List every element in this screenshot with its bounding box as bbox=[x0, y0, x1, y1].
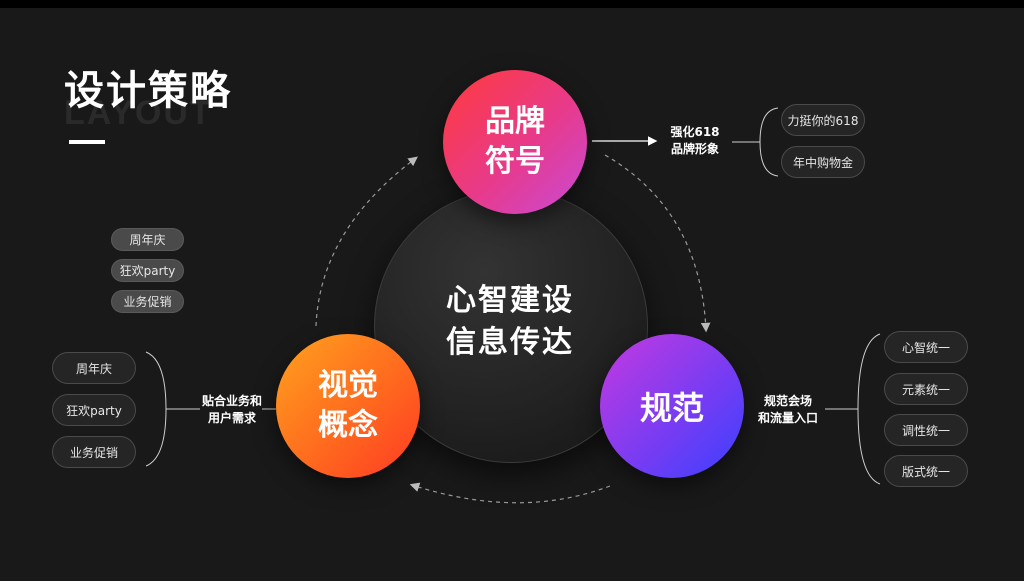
visual-tag-3: 业务促销 bbox=[52, 436, 136, 468]
title-underline bbox=[69, 140, 105, 144]
spec-tag-4: 版式统一 bbox=[884, 455, 968, 487]
center-text: 心智建设 信息传达 bbox=[374, 280, 646, 364]
spec-caption-line-2: 和流量入口 bbox=[757, 411, 818, 425]
brand-tag-2: 年中购物金 bbox=[781, 146, 865, 178]
top-bar bbox=[0, 0, 1024, 8]
spec-caption-line-1: 规范会场 bbox=[763, 394, 812, 408]
cycle-arrow-top-right bbox=[604, 154, 711, 333]
spec-bracket bbox=[857, 333, 881, 485]
spec-tag-2: 元素统一 bbox=[884, 373, 968, 405]
spec-node: 规范 bbox=[600, 334, 744, 478]
center-line-1: 心智建设 bbox=[446, 283, 574, 318]
center-line-2: 信息传达 bbox=[446, 325, 574, 360]
visual-caption-line-2: 用户需求 bbox=[207, 411, 256, 425]
cycle-arrow-bottom bbox=[409, 482, 611, 504]
visual-tag-1: 周年庆 bbox=[52, 352, 136, 384]
bottom-edge bbox=[0, 581, 1024, 585]
brand-caption: 强化618 品牌形象 bbox=[662, 124, 728, 158]
brand-caption-line-2: 品牌形象 bbox=[670, 142, 719, 156]
spec-tag-1: 心智统一 bbox=[884, 331, 968, 363]
visual-concept-node: 视觉 概念 bbox=[276, 334, 420, 478]
visual-bracket bbox=[145, 351, 167, 467]
spec-node-label: 规范 bbox=[639, 389, 704, 427]
page-title: 设计策略 bbox=[64, 68, 232, 114]
visual-node-line-2: 概念 bbox=[318, 408, 378, 443]
brand-symbol-node: 品牌 符号 bbox=[443, 70, 587, 214]
title-watermark: LAYOUT bbox=[64, 94, 213, 132]
floating-tag-3: 业务促销 bbox=[111, 290, 184, 313]
spec-tag-3: 调性统一 bbox=[884, 414, 968, 446]
floating-tag-2: 狂欢party bbox=[111, 259, 184, 282]
spec-caption: 规范会场 和流量入口 bbox=[752, 393, 824, 427]
brand-bracket bbox=[759, 107, 779, 177]
brand-node-line-2: 符号 bbox=[485, 144, 545, 179]
brand-caption-line-1: 强化618 bbox=[670, 125, 720, 139]
visual-node-line-1: 视觉 bbox=[318, 368, 378, 403]
floating-tag-1: 周年庆 bbox=[111, 228, 184, 251]
visual-caption: 贴合业务和 用户需求 bbox=[200, 393, 264, 427]
visual-caption-line-1: 贴合业务和 bbox=[201, 394, 262, 408]
visual-tag-2: 狂欢party bbox=[52, 394, 136, 426]
brand-tag-1: 力挺你的618 bbox=[781, 104, 865, 136]
brand-node-line-1: 品牌 bbox=[485, 104, 545, 139]
